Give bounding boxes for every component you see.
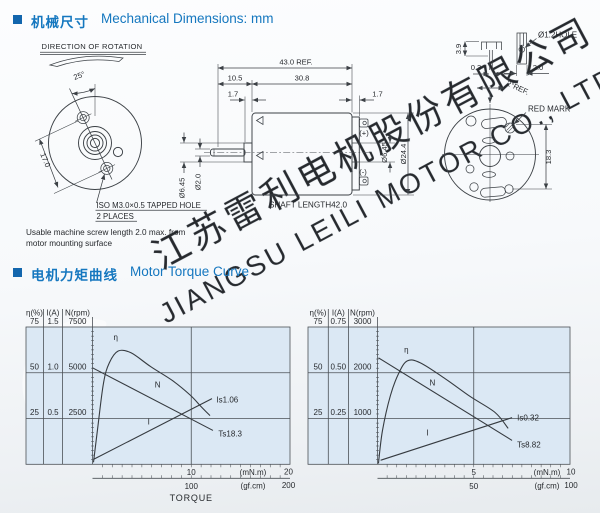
svg-text:50: 50 <box>30 362 39 371</box>
svg-text:2500: 2500 <box>69 408 87 417</box>
svg-text:η: η <box>404 346 408 355</box>
tab-width-label: 2.0 <box>533 63 544 72</box>
section-mechanical-dimensions: 机械尺寸 Mechanical Dimensions: mm <box>13 11 274 31</box>
svg-text:20: 20 <box>284 468 293 477</box>
direction-of-rotation-label: DIRECTION OF ROTATION <box>42 42 143 51</box>
torque-charts: η(%)755025I(A)1.51.00.5N(rpm)75005000250… <box>25 309 578 503</box>
svg-text:50: 50 <box>314 362 323 371</box>
svg-text:N(rpm): N(rpm) <box>65 309 90 318</box>
tapped-hole-note: ISO M3.0×0.5 TAPPED HOLE <box>97 201 201 210</box>
svg-text:N(rpm): N(rpm) <box>350 309 375 318</box>
svg-text:I(A): I(A) <box>47 309 60 318</box>
section-bullet-icon <box>13 15 22 24</box>
svg-text:25: 25 <box>314 408 323 417</box>
series-I <box>380 417 513 461</box>
svg-text:100: 100 <box>185 482 199 491</box>
torque-chart-0: η(%)75 50 25 I(A)1.5 1.0 0.5 N(rpm)7500 5000 250… <box>25 309 296 503</box>
section-title-zh: 电机力矩曲线 <box>31 268 118 283</box>
terminal-negative-label: (-) <box>359 168 367 177</box>
svg-text:η(%): η(%) <box>26 309 43 318</box>
rear-view: 18.3 3.9 0.3 2.0 Ø1.2HOLE 2°REF. RED MAR… <box>442 31 577 202</box>
tab-gap-label: 0.3 <box>471 63 482 72</box>
svg-text:200: 200 <box>282 481 296 490</box>
series-η <box>377 359 509 464</box>
svg-text:25: 25 <box>30 408 39 417</box>
svg-text:10: 10 <box>567 468 576 477</box>
screw-note-line2: motor mounting surface <box>26 239 112 248</box>
body-length-label: 30.8 <box>295 74 310 83</box>
red-mark-hole <box>504 122 516 134</box>
svg-text:0.75: 0.75 <box>331 317 347 326</box>
bushing-length-label: 1.7 <box>228 90 239 99</box>
angle-ref-label: 2°REF. <box>505 79 530 97</box>
rotation-arrow-icon <box>48 55 124 67</box>
series-N <box>378 357 513 441</box>
tab-height-label: 3.9 <box>454 44 463 55</box>
svg-text:5000: 5000 <box>69 362 87 371</box>
svg-text:N: N <box>155 381 161 390</box>
svg-text:50: 50 <box>469 482 478 491</box>
section-title-zh: 机械尺寸 <box>31 15 89 30</box>
red-mark-label: RED MARK <box>528 105 571 114</box>
svg-text:0.5: 0.5 <box>47 408 59 417</box>
series-N <box>92 367 214 431</box>
torque-chart-1: η(%)75 50 25 I(A)0.75 0.50 0.25 N(rpm)3000 2000… <box>307 309 578 491</box>
slot-distance-label: 18.3 <box>544 150 553 165</box>
svg-text:0.25: 0.25 <box>331 408 347 417</box>
series-I <box>93 398 213 460</box>
section-motor-torque-curve: 电机力矩曲线 Motor Torque Curve <box>13 264 249 284</box>
svg-text:75: 75 <box>314 317 323 326</box>
svg-text:(mN.m): (mN.m) <box>534 468 561 477</box>
svg-text:5: 5 <box>472 468 477 477</box>
svg-text:0.50: 0.50 <box>331 362 347 371</box>
front-view: DIRECTION OF ROTATION 25° 17.0 ISO M3.0×… <box>26 42 207 248</box>
angle-25-label: 25° <box>72 69 86 81</box>
svg-text:η(%): η(%) <box>310 309 327 318</box>
svg-text:I: I <box>148 417 150 426</box>
shaft-dia-label: Ø2.0 <box>194 174 203 190</box>
section-bullet-icon <box>13 268 22 277</box>
annotation-Is1.06: Is1.06 <box>216 396 238 405</box>
section-title-en: Motor Torque Curve <box>130 264 250 279</box>
tapped-hole-places: 2 PLACES <box>97 212 134 221</box>
endcap-length-label: 1.7 <box>372 90 383 99</box>
svg-text:I: I <box>426 428 428 437</box>
annotation-Ts18.3: Ts18.3 <box>218 429 242 438</box>
section-title-en: Mechanical Dimensions: mm <box>101 11 274 26</box>
svg-text:10: 10 <box>187 468 196 477</box>
body-dia-label: Ø24.4 <box>399 144 408 165</box>
svg-text:1.5: 1.5 <box>47 317 59 326</box>
shaft-length-label: SHAFT LENGTH42.0 <box>269 201 348 210</box>
screw-note-line1: Usable machine screw length 2.0 max. fro… <box>26 228 185 237</box>
svg-text:75: 75 <box>30 317 39 326</box>
series-η <box>92 349 211 463</box>
svg-text:I(A): I(A) <box>332 309 345 318</box>
svg-text:TORQUE: TORQUE <box>170 493 213 503</box>
overall-length-label: 43.0 REF. <box>279 58 312 67</box>
svg-text:1.0: 1.0 <box>47 362 59 371</box>
svg-text:100: 100 <box>564 481 578 490</box>
annotation-Ts8.82: Ts8.82 <box>517 440 541 449</box>
svg-text:η: η <box>113 333 117 342</box>
rear-bushing-dia-label: Ø6.45 <box>380 142 389 163</box>
hole-1-2-label: Ø1.2HOLE <box>538 31 577 40</box>
svg-text:N: N <box>429 379 435 388</box>
terminal-positive-label: (+) <box>359 129 369 138</box>
annotation-Is0.32: Is0.32 <box>517 414 539 423</box>
svg-text:(gf.cm): (gf.cm) <box>241 482 266 491</box>
svg-text:3000: 3000 <box>354 317 372 326</box>
svg-text:1000: 1000 <box>354 408 372 417</box>
shaft-ext-label: 10.5 <box>228 74 243 83</box>
svg-text:2000: 2000 <box>354 362 372 371</box>
svg-text:(gf.cm): (gf.cm) <box>535 482 560 491</box>
side-view: (+) (-) 43.0 REF. 10.5 30.8 1.7 1.7 Ø6.4… <box>178 58 414 210</box>
svg-text:7500: 7500 <box>69 317 87 326</box>
bushing-dia-label: Ø6.45 <box>178 178 187 199</box>
svg-text:(mN.m): (mN.m) <box>240 468 267 477</box>
